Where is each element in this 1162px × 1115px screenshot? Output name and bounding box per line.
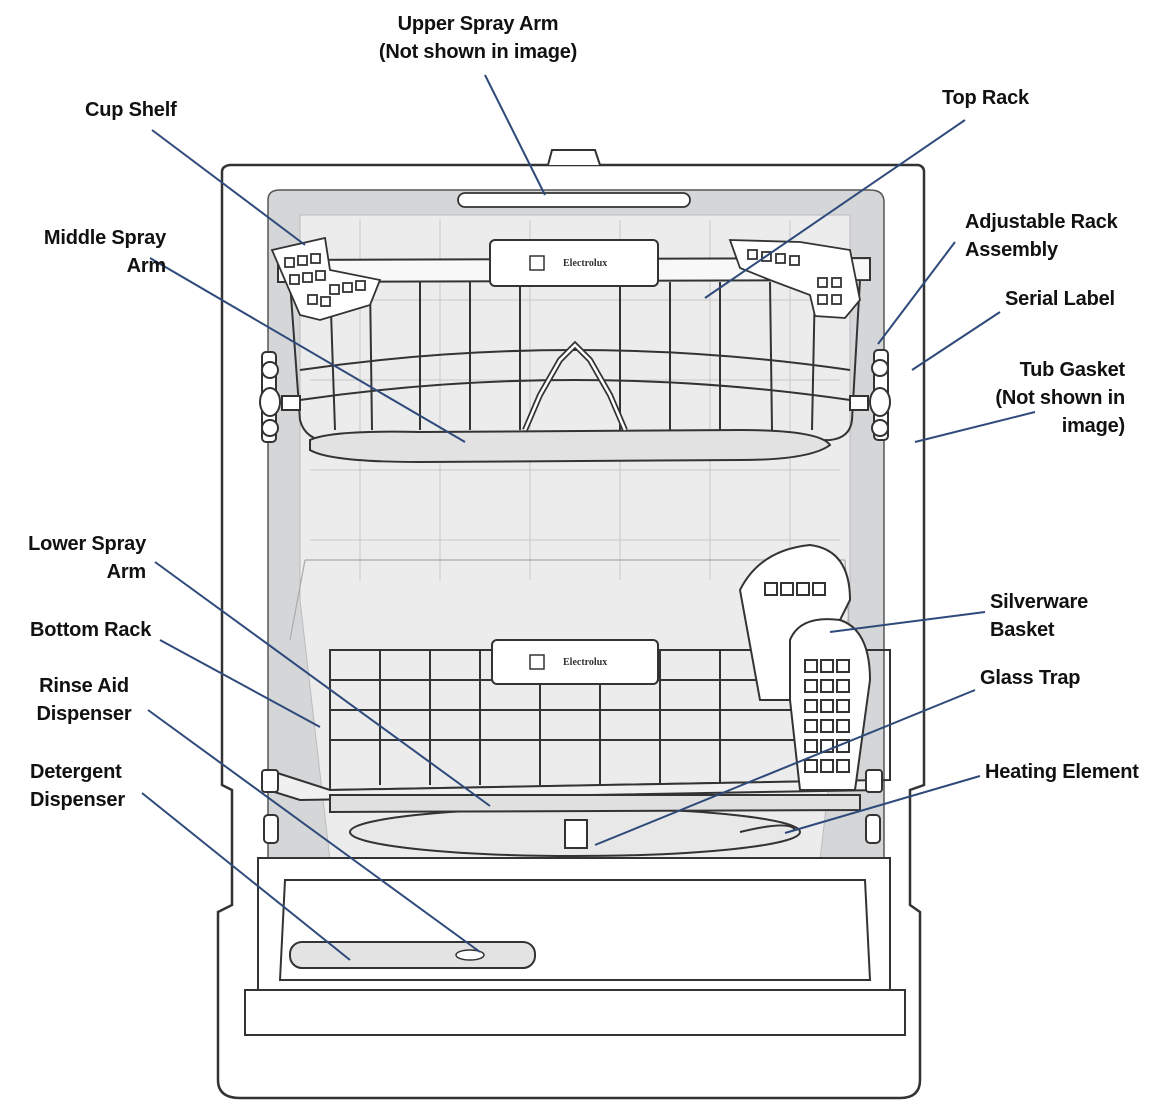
leader-glass-trap [594, 689, 976, 846]
label-glass-trap: Glass Trap [980, 667, 1081, 689]
leader-lines [141, 74, 1036, 961]
label-adjustable-rack: Adjustable Rack Assembly [965, 211, 1118, 261]
label-cup-shelf: Cup Shelf [85, 99, 177, 121]
label-detergent: Detergent Dispenser [30, 761, 125, 811]
leader-rinse-aid [147, 709, 481, 953]
rack-wheels [261, 769, 883, 844]
label-heating-element: Heating Element [985, 761, 1139, 783]
cup-shelf [270, 236, 382, 321]
brand-label-lower: Electrolux [563, 657, 608, 668]
label-middle-spray-arm: Middle Spray Arm [43, 227, 166, 277]
leader-tub-gasket [914, 411, 1036, 443]
leader-top-rack [704, 119, 966, 299]
rinse-aid-cap [455, 949, 485, 961]
glass-trap [564, 819, 588, 849]
top-rack-handle [489, 239, 659, 287]
middle-spray-arm [309, 428, 832, 464]
adjustable-rack-right [849, 349, 891, 441]
upper-spray-arm-housing [457, 192, 691, 208]
label-tub-gasket: Tub Gasket (Not shown in image) [995, 359, 1125, 437]
leader-cup-shelf [151, 129, 306, 246]
silverware-basket [738, 543, 872, 791]
leader-lower-spray-arm [154, 561, 491, 807]
leader-serial-label [911, 311, 1001, 371]
label-bottom-rack: Bottom Rack [30, 619, 152, 641]
adjustable-rack-left [259, 351, 301, 443]
leader-bottom-rack [159, 639, 321, 728]
detergent-dispenser [289, 941, 536, 969]
leader-adjustable-rack [877, 241, 956, 345]
brand-logo-box-lower [529, 654, 545, 670]
label-lower-spray-arm: Lower Spray Arm [28, 533, 146, 583]
bottom-rack-handle [491, 639, 659, 685]
label-serial-label: Serial Label [1005, 288, 1115, 310]
top-cap [547, 149, 601, 166]
label-rinse-aid: Rinse Aid Dispenser [36, 675, 132, 725]
leader-heating-element [784, 775, 981, 834]
brand-logo-box-upper [529, 255, 545, 271]
heating-element [739, 824, 796, 833]
leader-upper-spray-arm [484, 74, 546, 196]
label-upper-spray-arm: Upper Spray Arm (Not shown in image) [378, 13, 578, 63]
label-silverware-basket: Silverware Basket [990, 591, 1089, 641]
leader-middle-spray-arm [149, 257, 466, 443]
leader-silverware-basket [829, 611, 986, 633]
tub-back-wall [299, 214, 851, 861]
leader-detergent [141, 792, 351, 961]
brand-label-upper: Electrolux [563, 258, 608, 269]
label-top-rack: Top Rack [942, 87, 1029, 109]
lower-spray-arm [329, 794, 861, 814]
